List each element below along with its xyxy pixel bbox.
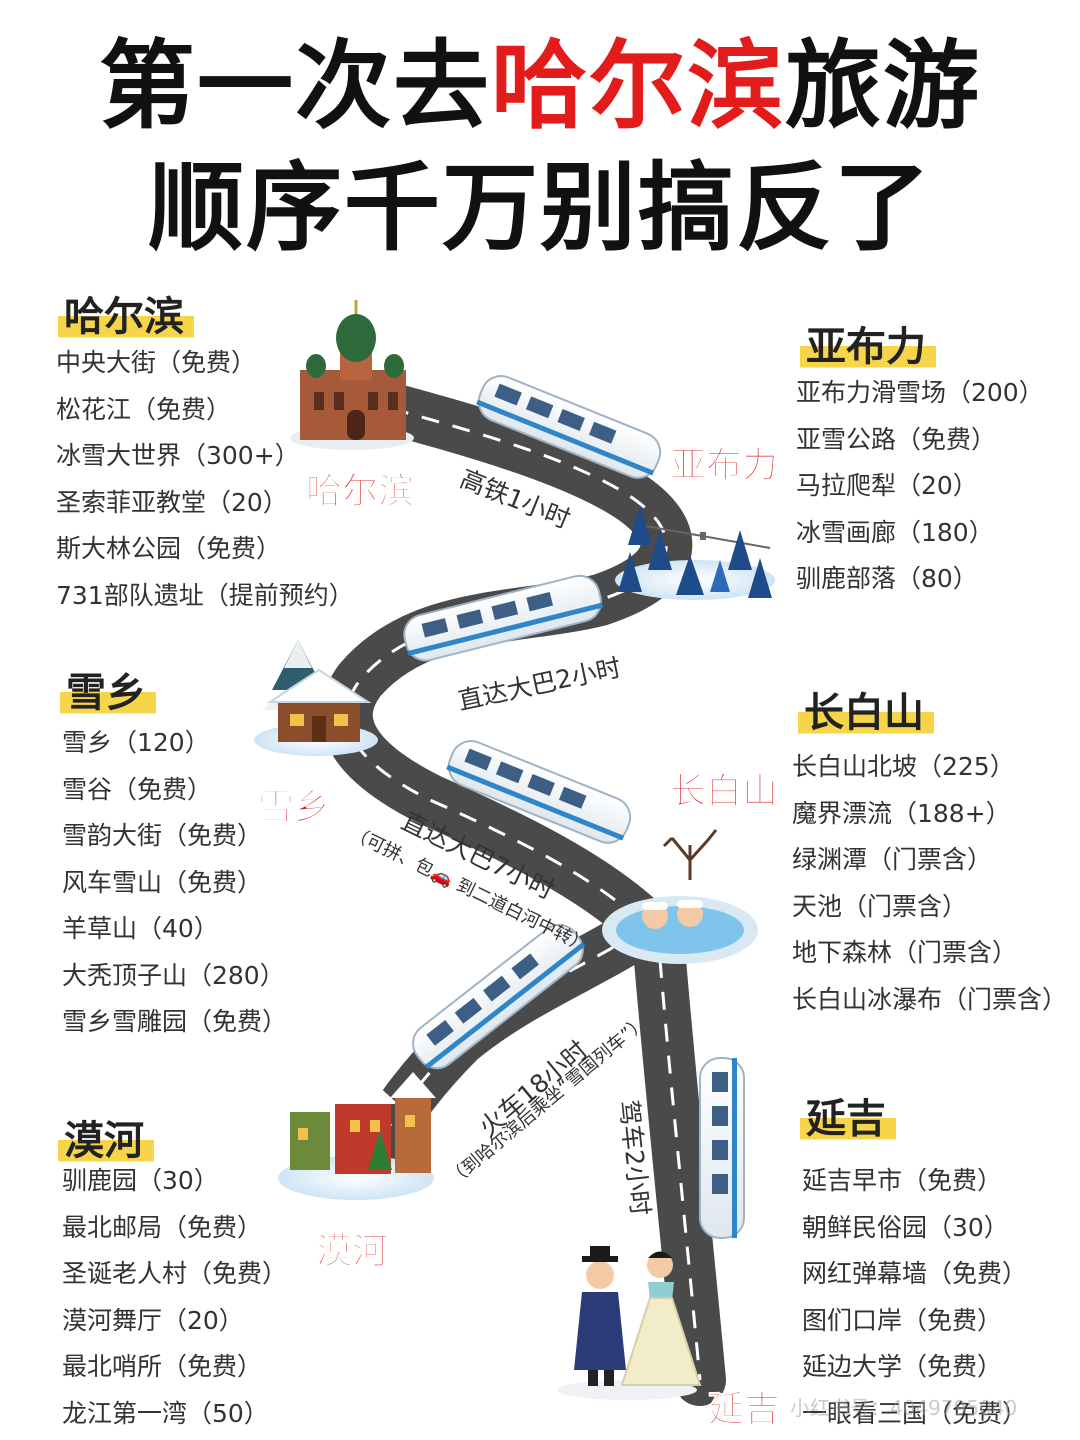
attraction-list-harbin: 中央大街（免费） 松花江（免费） 冰雪大世界（300+） 圣索菲亚教堂（20） …	[56, 340, 354, 619]
title-highlight-city: 哈尔滨	[491, 30, 785, 142]
train-icon	[699, 1057, 745, 1239]
list-item: 731部队遗址（提前预约）	[56, 580, 354, 610]
list-item: 雪乡（120）	[62, 728, 210, 757]
list-item: 延吉早市（免费）	[802, 1166, 1003, 1195]
list-item: 驯鹿园（30）	[62, 1166, 219, 1195]
attraction-list-mohe: 驯鹿园（30） 最北邮局（免费） 圣诞老人村（免费） 漠河舞厅（20） 最北哨所…	[62, 1158, 287, 1437]
train-icon	[412, 923, 586, 1070]
train-icon	[446, 740, 632, 844]
city-label-mohe: 漠河	[315, 1231, 389, 1273]
attraction-list-xuexiang: 雪乡（120） 雪谷（免费） 雪韵大街（免费） 风车雪山（免费） 羊草山（40）…	[62, 720, 287, 1046]
ski-forest-icon	[615, 505, 775, 600]
korean-costume-couple-icon	[557, 1246, 702, 1400]
list-item: 地下森林（门票含）	[792, 938, 1018, 967]
list-item: 风车雪山（免费）	[62, 867, 263, 897]
section-title-xuexiang: 雪乡	[60, 660, 156, 718]
section-title-yabuli: 亚布力	[800, 314, 936, 372]
list-item: 马拉爬犁（20）	[796, 471, 978, 500]
city-label-yabuli: 亚布力	[669, 445, 779, 487]
list-item: 驯鹿部落（80）	[796, 564, 978, 593]
list-item: 斯大林公园（免费）	[56, 534, 282, 563]
list-item: 羊草山（40）	[62, 914, 219, 943]
list-item: 雪韵大街（免费）	[62, 821, 263, 850]
list-item: 圣诞老人村（免费）	[62, 1259, 288, 1288]
city-label-changbaishan: 长白山	[669, 771, 779, 813]
title-suffix: 旅游	[785, 30, 981, 142]
train-icon	[476, 375, 662, 479]
list-item: 朝鲜民俗园（30）	[802, 1212, 1009, 1242]
attraction-list-yanji: 延吉早市（免费） 朝鲜民俗园（30） 网红弹幕墙（免费） 图们口岸（免费） 延边…	[802, 1158, 1027, 1437]
city-label-xuexiang: 雪乡	[257, 787, 331, 829]
city-label-harbin: 哈尔滨	[305, 471, 415, 513]
section-title-mohe: 漠河	[58, 1108, 154, 1166]
list-item: 图们口岸（免费）	[802, 1305, 1003, 1335]
title-prefix: 第一次去	[99, 30, 491, 142]
list-item: 天池（门票含）	[792, 891, 968, 921]
list-item: 最北邮局（免费）	[62, 1212, 263, 1242]
list-item: 魔界漂流（188+）	[792, 798, 1011, 828]
list-item: 延边大学（免费）	[802, 1352, 1003, 1381]
list-item: 亚布力滑雪场（200）	[796, 378, 1044, 407]
page-title-line2: 顺序千万别搞反了	[148, 152, 932, 264]
train-icon	[403, 574, 604, 662]
list-item: 圣索菲亚教堂（20）	[56, 487, 288, 517]
list-item: 松花江（免费）	[56, 394, 232, 424]
page-title-line1: 第一次去哈尔滨旅游	[0, 38, 1080, 134]
list-item: 一眼看三国（免费）	[802, 1398, 1028, 1428]
attraction-list-yabuli: 亚布力滑雪场（200） 亚雪公路（免费） 马拉爬犁（20） 冰雪画廊（180） …	[796, 370, 1044, 603]
list-item: 大秃顶子山（280）	[62, 960, 285, 990]
attraction-list-changbaishan: 长白山北坡（225） 魔界漂流（188+） 绿渊潭（门票含） 天池（门票含） 地…	[792, 744, 1067, 1023]
list-item: 绿渊潭（门票含）	[792, 845, 993, 874]
list-item: 最北哨所（免费）	[62, 1352, 263, 1381]
list-item: 漠河舞厅（20）	[62, 1305, 244, 1335]
city-label-yanji: 延吉	[707, 1389, 781, 1431]
section-title-harbin: 哈尔滨	[58, 284, 194, 342]
list-item: 雪乡雪雕园（免费）	[62, 1007, 288, 1036]
watermark: 小红书号：4049795040	[790, 1396, 1018, 1420]
christmas-village-icon	[278, 1072, 436, 1200]
list-item: 冰雪画廊（180）	[796, 517, 994, 547]
hot-spring-icon	[602, 829, 758, 964]
list-item: 长白山北坡（225）	[792, 752, 1015, 781]
list-item: 亚雪公路（免费）	[796, 424, 997, 454]
list-item: 网红弹幕墙（免费）	[802, 1259, 1028, 1288]
section-title-yanji: 延吉	[800, 1086, 896, 1144]
list-item: 长白山冰瀑布（门票含）	[792, 984, 1068, 1014]
list-item: 中央大街（免费）	[56, 348, 257, 377]
section-title-changbaishan: 长白山	[798, 680, 934, 738]
list-item: 冰雪大世界（300+）	[56, 441, 300, 470]
list-item: 龙江第一湾（50）	[62, 1398, 269, 1428]
cathedral-icon	[290, 300, 414, 450]
snow-cabin-icon	[254, 640, 378, 756]
list-item: 雪谷（免费）	[62, 774, 213, 804]
